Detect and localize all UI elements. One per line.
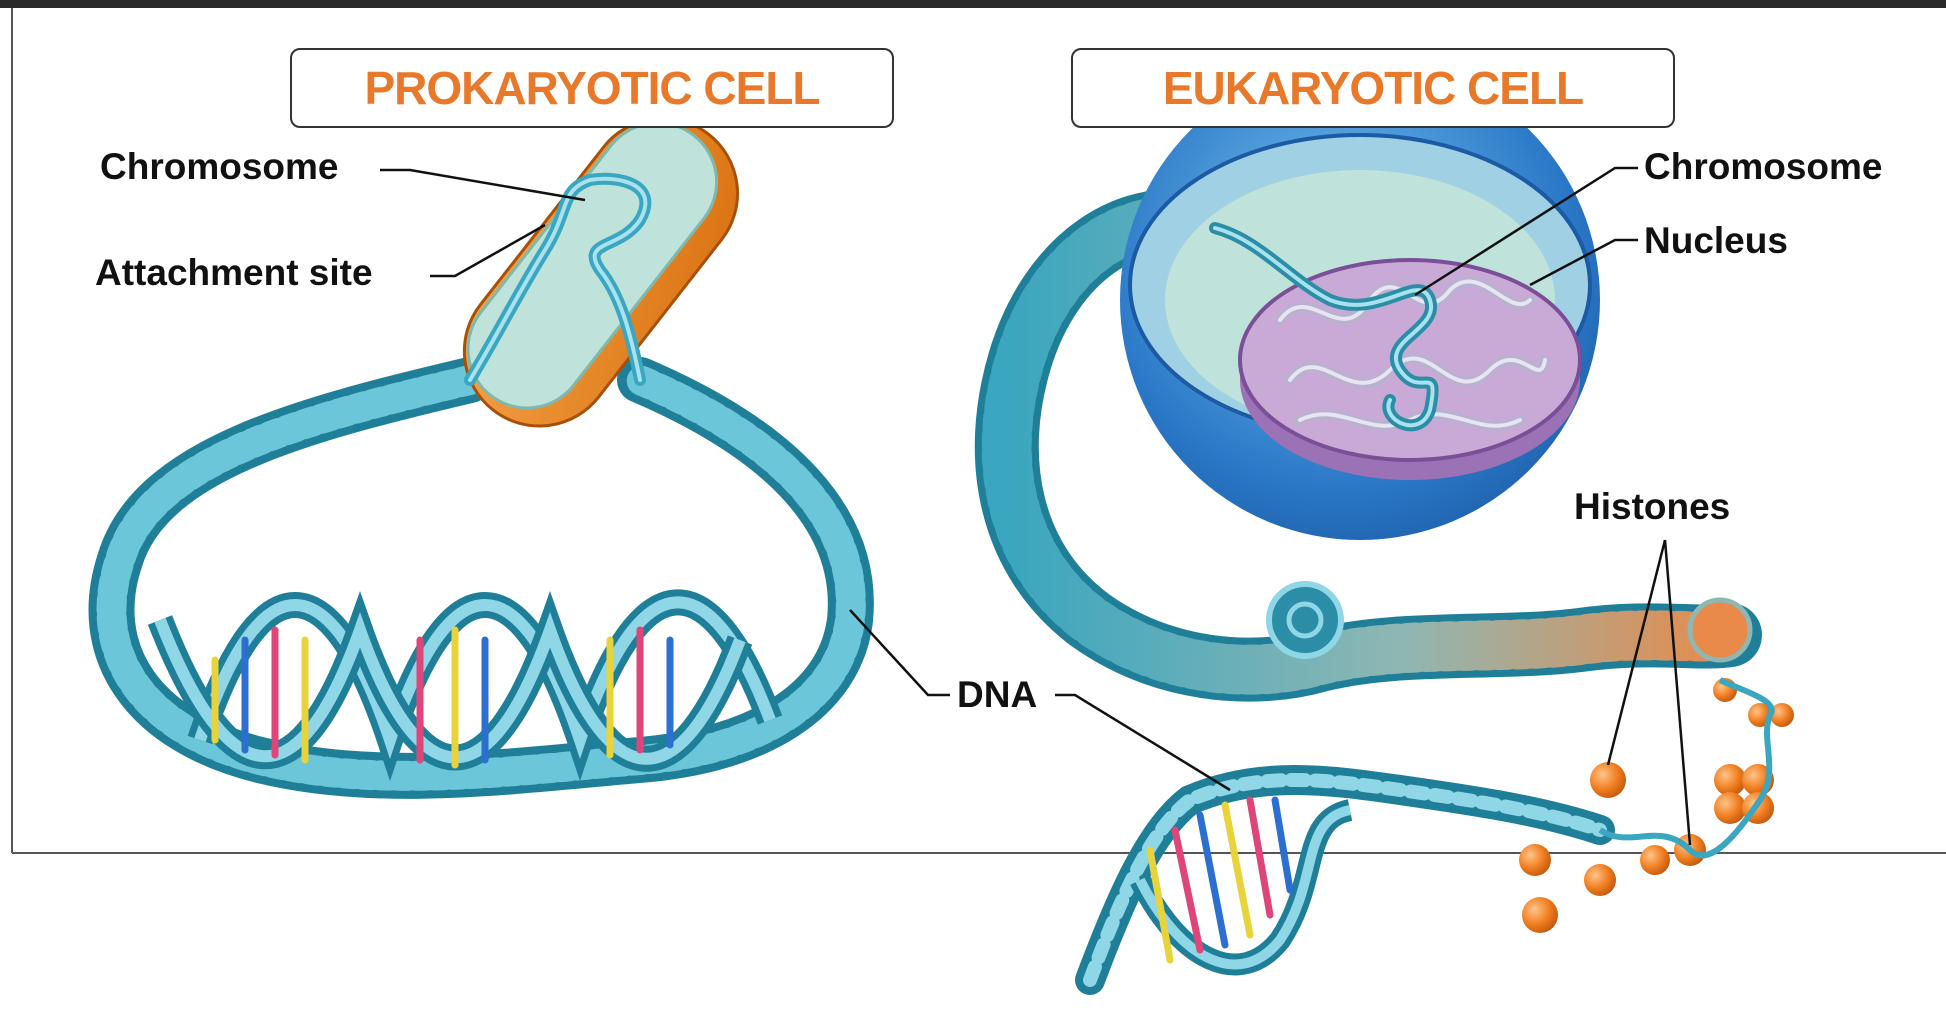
label-eukaryotic-chromosome: Chromosome xyxy=(1644,148,1882,185)
label-dna: DNA xyxy=(957,676,1037,713)
label-nucleus: Nucleus xyxy=(1644,222,1788,259)
prokaryotic-dna-loop xyxy=(111,380,850,776)
label-prokaryotic-chromosome: Chromosome xyxy=(100,148,338,185)
label-histones: Histones xyxy=(1574,488,1730,525)
eukaryotic-title: EUKARYOTIC CELL xyxy=(1071,48,1675,128)
label-attachment-site: Attachment site xyxy=(95,254,373,291)
prokaryotic-title: PROKARYOTIC CELL xyxy=(290,48,894,128)
top-bar xyxy=(0,0,1946,8)
